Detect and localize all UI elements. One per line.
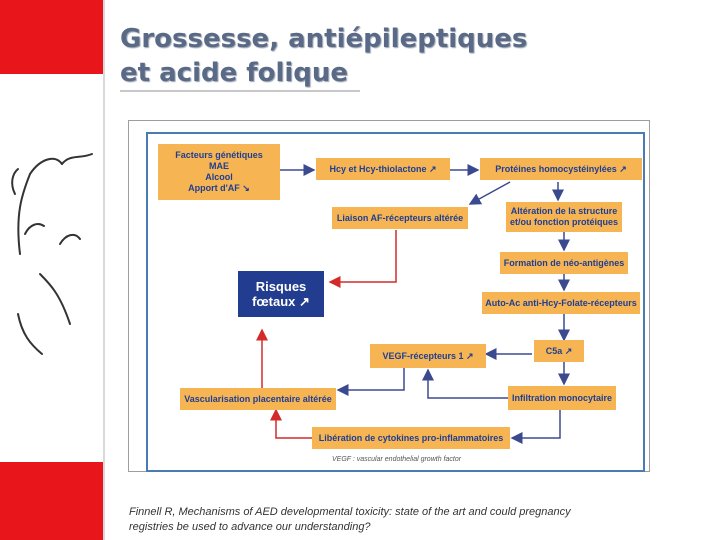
title-line-2: et acide folique <box>120 58 349 88</box>
figure-sketch-decoration <box>11 153 93 355</box>
factors-line-1: Facteurs génétiques <box>175 150 263 160</box>
title-line-1: Grossesse, antiépileptiques <box>120 24 528 54</box>
slide-title: Grossesse, antiépileptiques et acide fol… <box>120 22 527 90</box>
brand-red-block-top <box>0 0 103 74</box>
alteration-line-2: et/ou fonction protéiques <box>510 217 618 227</box>
infiltration-box: Infiltration monocytaire <box>508 386 616 410</box>
arrow-proteins-to-liaison <box>468 181 511 205</box>
arrow-liaison-to-risk <box>328 230 397 288</box>
risk-box: Risques fœtaux ↗ <box>238 271 324 317</box>
arrow-vegf-to-vascular <box>336 368 405 396</box>
factors-box: Facteurs génétiques MAE Alcool Apport d'… <box>158 144 280 200</box>
left-decoration-strip <box>0 0 103 540</box>
left-divider <box>103 0 105 540</box>
c5a-box: C5a ↗ <box>534 340 584 362</box>
source-caption: Finnell R, Mechanisms of AED development… <box>129 505 649 535</box>
factors-line-4: Apport d'AF ↘ <box>188 183 250 193</box>
caption-line-2: registries be used to advance our unders… <box>129 521 371 533</box>
diagram-legend: VEGF : vascular endothelial growth facto… <box>332 456 462 463</box>
risk-line-2: fœtaux ↗ <box>252 294 310 309</box>
proteins-box: Protéines homocystéinylées ↗ <box>480 158 642 180</box>
alteration-box: Altération de la structure et/ou fonctio… <box>506 202 622 232</box>
liaison-box: Liaison AF-récepteurs altérée <box>332 207 468 229</box>
title-underline <box>120 90 360 92</box>
auto-ac-box: Auto-Ac anti-Hcy-Folate-récepteurs <box>482 292 640 314</box>
vegf-box: VEGF-récepteurs 1 ↗ <box>370 344 486 368</box>
arrow-infiltration-to-vegf <box>422 368 508 399</box>
arrow-cytokines-to-vascular <box>270 408 312 439</box>
arrow-infiltration-to-cytokines <box>510 410 561 444</box>
hcy-box: Hcy et Hcy-thiolactone ↗ <box>316 158 450 180</box>
neo-antigens-box: Formation de néo-antigènes <box>500 252 628 274</box>
risk-line-1: Risques <box>255 279 307 294</box>
cytokines-box: Libération de cytokines pro-inflammatoir… <box>312 427 510 449</box>
factors-line-2: MAE <box>209 161 229 171</box>
factors-line-3: Alcool <box>205 172 233 182</box>
vascularisation-box: Vascularisation placentaire altérée <box>180 388 336 410</box>
caption-line-1: Finnell R, Mechanisms of AED development… <box>129 506 571 518</box>
brand-red-block-bottom <box>0 462 103 540</box>
alteration-line-1: Altération de la structure <box>510 206 618 216</box>
